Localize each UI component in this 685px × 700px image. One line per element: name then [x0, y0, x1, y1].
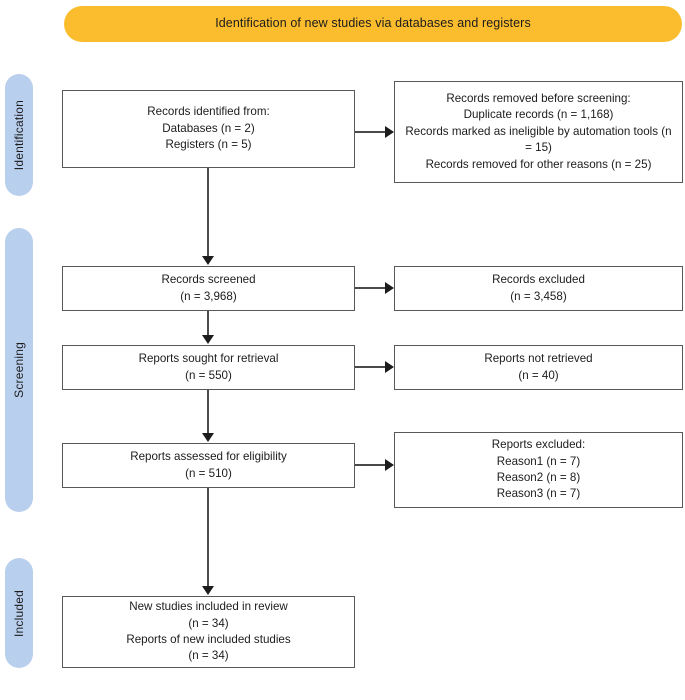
arrowhead-down-screened [202, 256, 214, 265]
box-line: (n = 3,968) [180, 289, 237, 303]
arrowhead-right-removed [385, 126, 394, 138]
connector-assessed-to-excluded-reports [355, 464, 386, 466]
box-records-screened: Records screened (n = 3,968) [62, 266, 355, 311]
stage-tab-screening-label: Screening [12, 342, 26, 398]
box-line: Reports sought for retrieval [138, 352, 279, 366]
box-reports-assessed: Reports assessed for eligibility (n = 51… [62, 443, 355, 488]
box-line: (n = 510) [185, 466, 232, 480]
box-line: Reason2 (n = 8) [496, 471, 581, 484]
box-line: Reason1 (n = 7) [496, 454, 581, 468]
connector-identified-to-screened [207, 168, 209, 257]
box-line: Databases (n = 2) [162, 121, 255, 135]
box-line: Records screened [161, 273, 256, 287]
box-line: Reason3 (n = 7) [496, 487, 581, 501]
box-line: Reports not retrieved [484, 352, 593, 366]
box-line: Reports of new included studies [126, 633, 291, 646]
box-reports-excluded: Reports excluded: Reason1 (n = 7) Reason… [394, 432, 683, 508]
connector-screened-to-excluded [355, 287, 386, 289]
box-line: New studies included in review [129, 600, 288, 614]
connector-identified-to-removed [355, 131, 386, 133]
box-line: (n = 34) [188, 649, 229, 663]
header-banner-title: Identification of new studies via databa… [215, 16, 531, 31]
connector-sought-to-assessed [207, 390, 209, 434]
box-line: Records excluded [492, 273, 585, 287]
stage-tab-identification: Identification [5, 74, 33, 196]
box-line: (n = 3,458) [510, 289, 567, 303]
connector-sought-to-not-retrieved [355, 366, 386, 368]
arrowhead-down-assessed [202, 433, 214, 442]
box-line: Reports assessed for eligibility [130, 450, 287, 464]
box-line: Records marked as ineligible by automati… [405, 124, 672, 155]
arrowhead-down-included [202, 586, 214, 595]
arrowhead-right-excluded [385, 282, 394, 294]
connector-screened-to-sought [207, 311, 209, 336]
arrowhead-right-excluded-reports [385, 459, 394, 471]
stage-tab-included-label: Included [12, 589, 26, 637]
box-records-identified: Records identified from: Databases (n = … [62, 90, 355, 168]
box-line: Records identified from: [147, 105, 270, 119]
box-reports-sought: Reports sought for retrieval (n = 550) [62, 345, 355, 390]
box-line: (n = 34) [188, 616, 229, 630]
box-records-removed: Records removed before screening: Duplic… [394, 81, 683, 183]
arrowhead-down-sought [202, 335, 214, 344]
arrowhead-right-not-retrieved [385, 361, 394, 373]
box-line: Duplicate records (n = 1,168) [463, 108, 614, 122]
stage-tab-included: Included [5, 558, 33, 668]
connector-assessed-to-included [207, 488, 209, 587]
stage-tab-identification-label: Identification [12, 99, 26, 171]
box-line: (n = 550) [185, 368, 232, 382]
box-line: (n = 40) [518, 368, 559, 382]
box-line: Reports excluded: [491, 438, 586, 452]
box-studies-included: New studies included in review (n = 34) … [62, 596, 355, 668]
box-reports-not-retrieved: Reports not retrieved (n = 40) [394, 345, 683, 390]
stage-tab-screening: Screening [5, 228, 33, 512]
box-records-excluded: Records excluded (n = 3,458) [394, 266, 683, 311]
header-banner: Identification of new studies via databa… [64, 6, 682, 42]
box-line: Registers (n = 5) [165, 138, 252, 152]
box-line: Records removed for other reasons (n = 2… [425, 157, 652, 171]
box-line: Records removed before screening: [446, 91, 631, 105]
